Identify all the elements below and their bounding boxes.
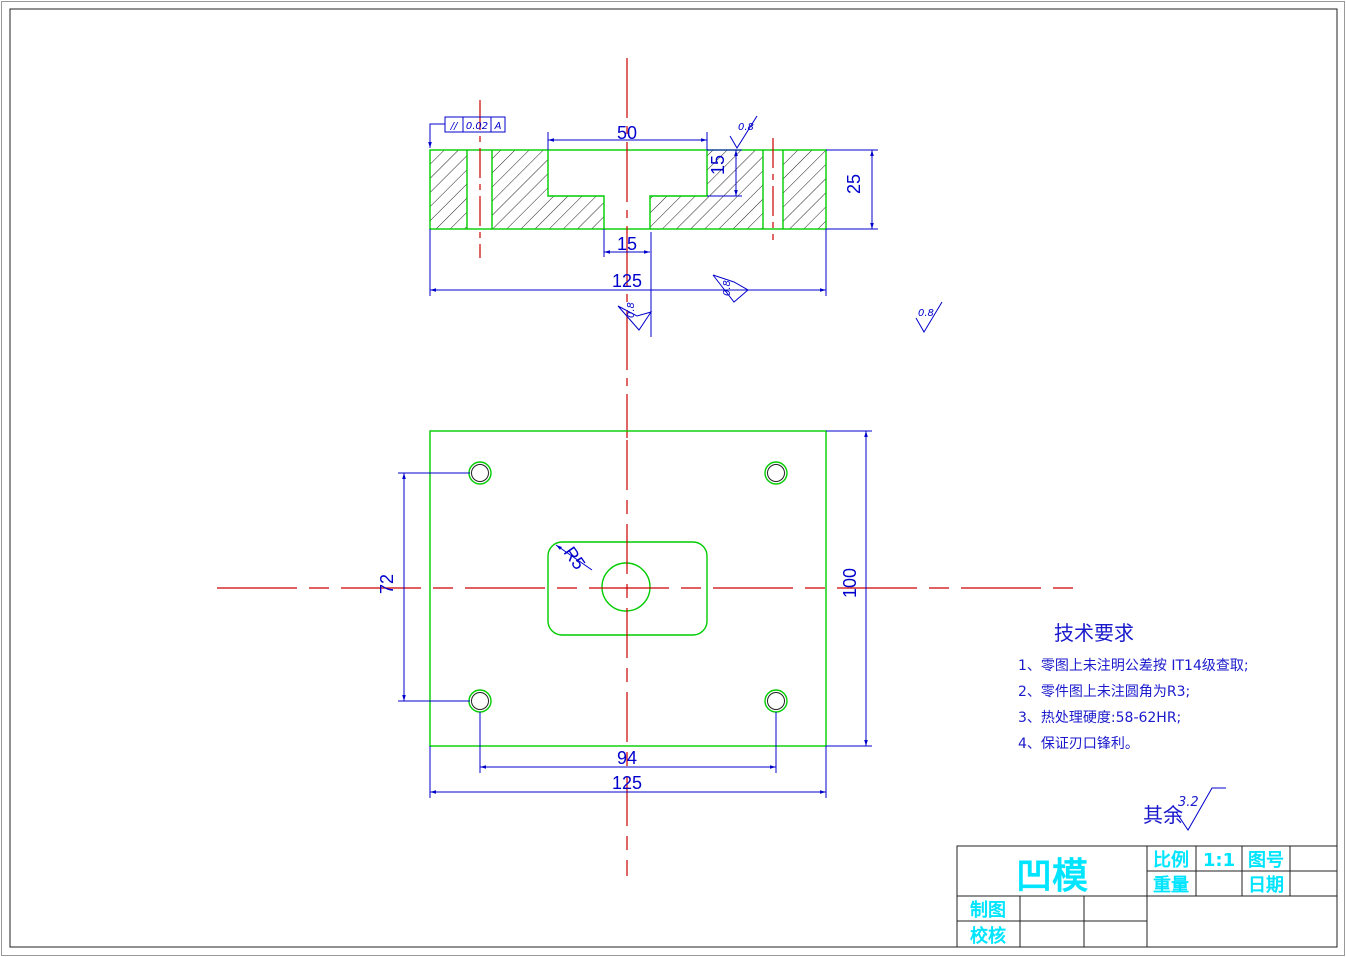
weight-label: 重量 bbox=[1153, 874, 1189, 896]
svg-text:0.8: 0.8 bbox=[918, 308, 934, 319]
hole-bottom-right bbox=[764, 689, 788, 713]
tech-requirements: 技术要求 1、零图上未注明公差按 IT14级查取; 2、零件图上未注圆角为R3;… bbox=[1018, 621, 1249, 752]
dim-top-width: 50 bbox=[617, 123, 637, 143]
center-hole bbox=[601, 562, 651, 612]
svg-text:A: A bbox=[494, 121, 502, 132]
roughness-symbol-2: 0.8 bbox=[712, 274, 749, 303]
hole-bottom-left bbox=[468, 689, 492, 713]
section-dimensions bbox=[429, 132, 878, 337]
svg-text://: // bbox=[450, 121, 459, 132]
drawing-no-label: 图号 bbox=[1248, 850, 1284, 871]
tolerance-frame: // 0.02 A bbox=[428, 116, 506, 148]
svg-text:0.8: 0.8 bbox=[626, 302, 637, 318]
drawn-label: 制图 bbox=[970, 900, 1006, 921]
part-name: 凹模 bbox=[1016, 856, 1088, 897]
svg-text:0.8: 0.8 bbox=[738, 122, 754, 133]
checked-label: 校核 bbox=[970, 925, 1006, 947]
dim-hole-spacing-x: 94 bbox=[617, 748, 637, 768]
roughness-symbol-1: 0.8 bbox=[729, 115, 758, 149]
hole-top-left bbox=[468, 461, 492, 485]
svg-text:0.02: 0.02 bbox=[466, 121, 488, 132]
dim-hole-spacing-y: 72 bbox=[377, 574, 397, 594]
svg-text:其余: 其余 bbox=[1143, 803, 1183, 827]
roughness-other: 其余 3.2 bbox=[1143, 787, 1226, 831]
date-label: 日期 bbox=[1248, 875, 1284, 896]
inner-border bbox=[9, 8, 1338, 948]
dim-top-depth: 15 bbox=[708, 155, 728, 175]
title-block bbox=[956, 845, 1338, 948]
dim-overall-length-bottom: 125 bbox=[612, 773, 642, 793]
scale-label: 比例 bbox=[1153, 849, 1189, 871]
svg-text:3.2: 3.2 bbox=[1178, 795, 1199, 810]
section-view bbox=[429, 58, 827, 438]
dim-fillet-radius: R5 bbox=[560, 543, 590, 573]
tech-item-3: 3、热处理硬度:58-62HR; bbox=[1018, 710, 1181, 726]
roughness-symbol-3: 0.8 bbox=[617, 302, 653, 331]
tech-title: 技术要求 bbox=[1054, 621, 1134, 645]
svg-text:0.8: 0.8 bbox=[722, 280, 733, 296]
tech-item-2: 2、零件图上未注圆角为R3; bbox=[1018, 684, 1190, 700]
tech-item-1: 1、零图上未注明公差按 IT14级查取; bbox=[1018, 658, 1249, 674]
plan-view bbox=[217, 430, 1077, 876]
tech-item-4: 4、保证刃口锋利。 bbox=[1018, 736, 1139, 752]
hole-top-right bbox=[764, 461, 788, 485]
dim-overall-length: 125 bbox=[612, 271, 642, 291]
dim-slot-width: 15 bbox=[617, 234, 637, 254]
dim-overall-height: 100 bbox=[840, 568, 860, 598]
roughness-symbol-4: 0.8 bbox=[915, 301, 943, 333]
plan-dimensions bbox=[398, 430, 872, 798]
dim-thickness: 25 bbox=[844, 174, 864, 194]
scale-value: 1:1 bbox=[1203, 850, 1235, 871]
